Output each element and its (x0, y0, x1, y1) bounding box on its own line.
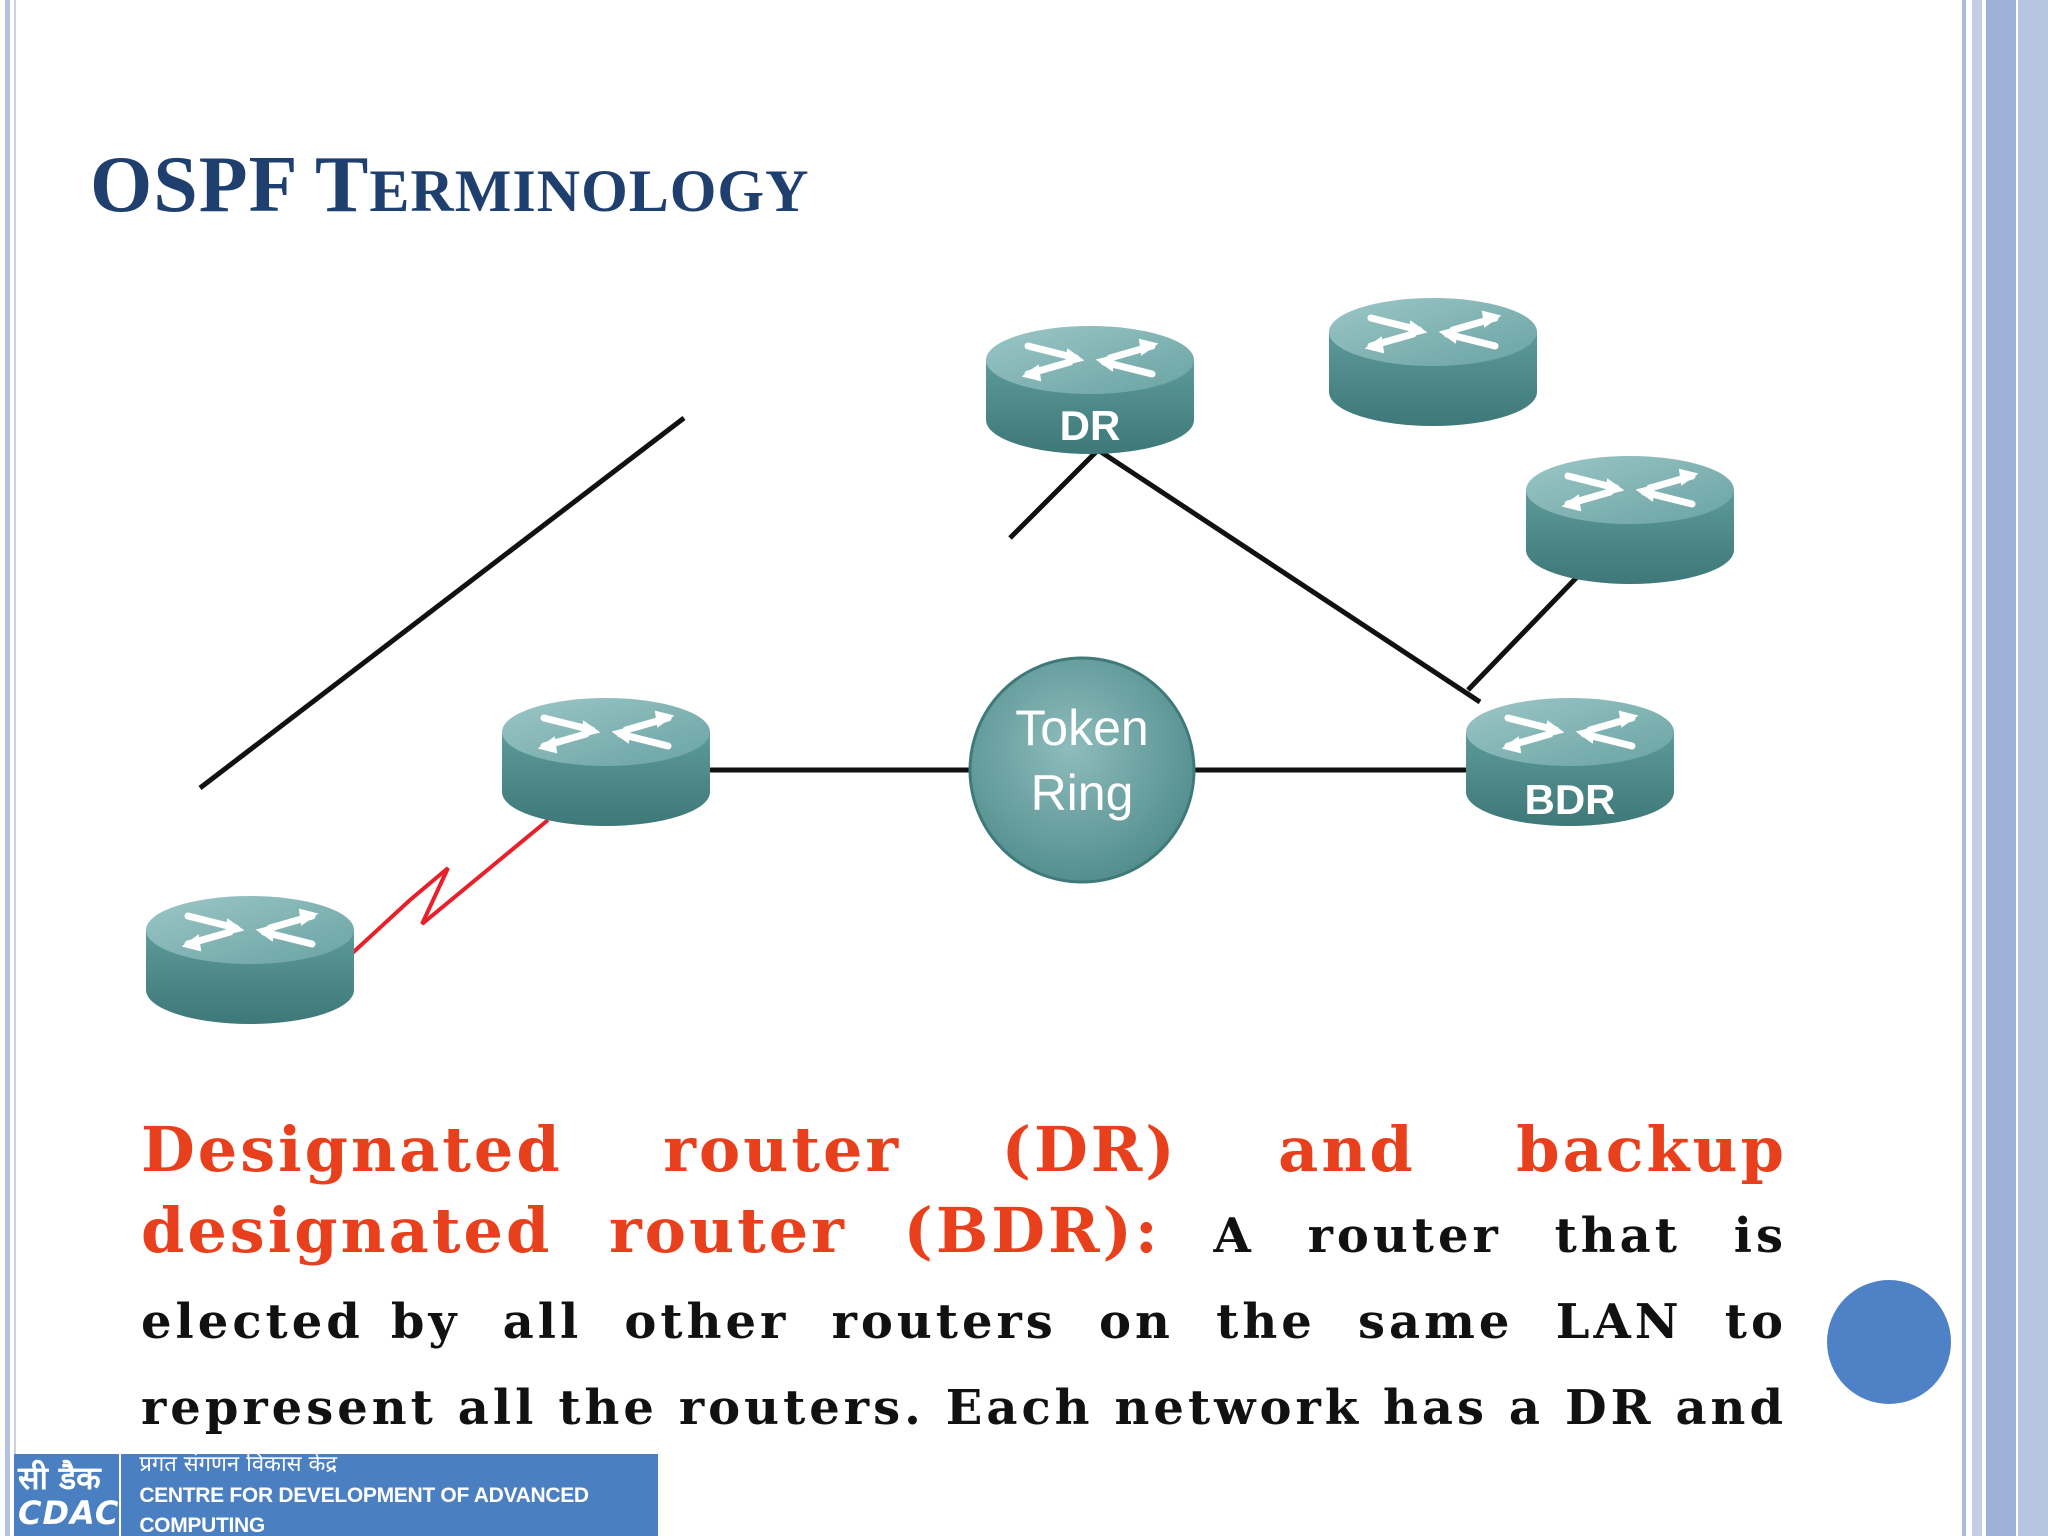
router-bottom-left (146, 896, 354, 1024)
link-dr-left (198, 416, 686, 790)
cdac-logo-banner: सी डैक CDAC प्रगत संगणन विकास केंद्र CEN… (14, 1452, 658, 1536)
left-border-line (5, 0, 10, 1536)
router-dr: DR (986, 326, 1194, 454)
definition-body: designated router (BDR): A router that i… (141, 1190, 1787, 1536)
ospf-network-diagram: DR BDR Token Ring (130, 290, 1770, 1070)
right-border-stripe (2018, 0, 2048, 1536)
token-ring: Token Ring (968, 656, 1196, 884)
definition-text-start: A router that is elected (141, 1208, 1788, 1350)
org-name-hindi: प्रगत संगणन विकास केंद्र (139, 1452, 338, 1477)
definition-word: router (663, 1113, 902, 1186)
router-dr-label: DR (1060, 402, 1121, 449)
slide-title-rest: ERMINOLOGY (369, 158, 810, 224)
logo-english: CDAC (18, 1494, 120, 1532)
link-dr-bdr (1090, 443, 1482, 705)
definition-term: designated router (BDR): (141, 1194, 1161, 1267)
slide-title: OSPF TERMINOLOGY (90, 140, 809, 231)
link-right-middle (1466, 574, 1580, 692)
serial-link (332, 818, 550, 972)
router-left-middle (502, 698, 710, 826)
router-bdr-label: BDR (1525, 776, 1616, 823)
definition-word: backup (1516, 1113, 1787, 1186)
decorative-circle (1827, 1280, 1951, 1404)
router-top-right (1329, 298, 1537, 426)
token-ring-label-line1: Token (1015, 700, 1148, 756)
slide-title-lead: OSPF T (90, 141, 370, 229)
org-name-english: CENTRE FOR DEVELOPMENT OF ADVANCED COMPU… (139, 1484, 589, 1536)
cdac-org-name: प्रगत संगणन विकास केंद्र CENTRE FOR DEVE… (121, 1449, 658, 1536)
definition-word: (DR) (1001, 1113, 1178, 1186)
router-right-middle (1526, 456, 1734, 584)
logo-hindi: सी डैक (18, 1459, 101, 1497)
definition-word: and (1278, 1113, 1416, 1186)
token-ring-label-line2: Ring (1031, 765, 1134, 821)
left-border-line-inner (14, 0, 16, 1536)
definition-word: Designated (141, 1113, 563, 1186)
cdac-logo-mark: सी डैक CDAC (14, 1454, 122, 1536)
right-border-stripe (1972, 0, 1982, 1536)
definition-line1: Designated router (DR) and backup (141, 1110, 1787, 1190)
right-border-stripe (1986, 0, 2016, 1536)
router-bdr: BDR (1466, 698, 1674, 826)
right-border-stripe (1962, 0, 1966, 1536)
dr-bdr-definition: Designated router (DR) and backup design… (141, 1110, 1787, 1536)
